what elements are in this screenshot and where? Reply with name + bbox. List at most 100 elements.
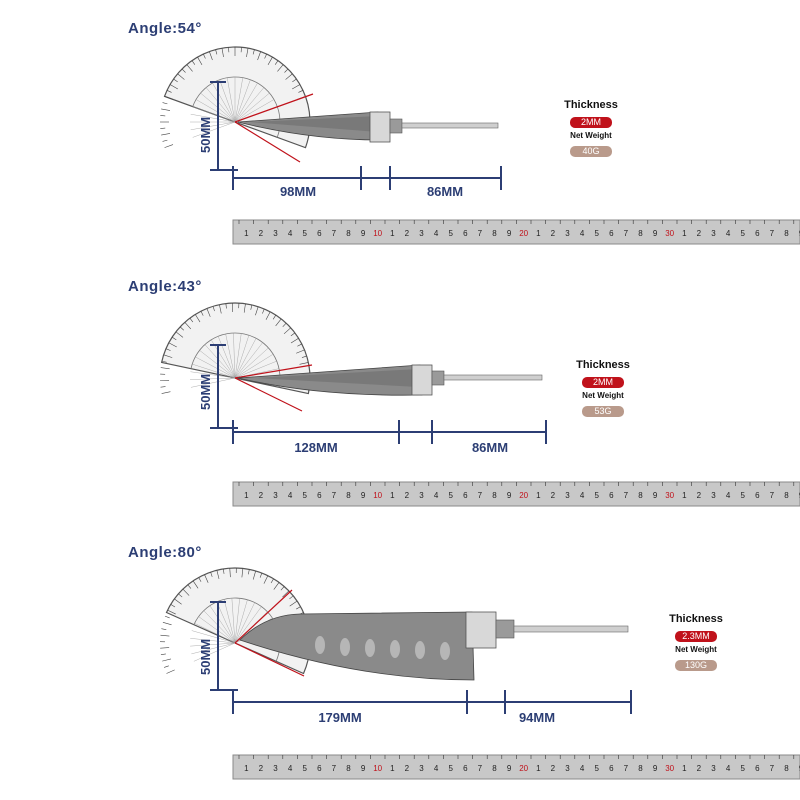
protractor-tick — [289, 595, 294, 600]
protractor — [160, 302, 313, 412]
protractor-tick — [255, 306, 259, 316]
protractor-spoke — [190, 377, 236, 388]
protractor-tick — [163, 665, 169, 668]
protractor-tick — [181, 68, 186, 73]
weight-badge: 40G — [570, 146, 612, 157]
height-label: 50MM — [198, 639, 213, 675]
protractor-spoke — [234, 338, 257, 379]
ruler-minor-label: 9 — [361, 764, 366, 773]
protractor-tick — [160, 367, 170, 370]
protractor-tick — [160, 634, 170, 637]
protractor-tick — [166, 90, 172, 93]
ruler-minor-label: 5 — [448, 764, 453, 773]
protractor-tick — [257, 51, 261, 61]
ruler-minor-label: 4 — [726, 491, 731, 500]
protractor-tick — [274, 60, 279, 65]
ruler-minor-label: 6 — [463, 764, 468, 773]
thickness-badge: 2.3MM — [675, 631, 717, 642]
ruler-minor-label: 7 — [770, 491, 775, 500]
ruler-minor-label: 2 — [405, 491, 410, 500]
ruler-minor-label: 5 — [302, 764, 307, 773]
ruler-minor-label: 4 — [434, 229, 439, 238]
protractor-spoke — [234, 606, 262, 644]
protractor-tick — [209, 51, 213, 61]
ruler-major-label: 10 — [373, 491, 382, 500]
ruler-minor-label: 4 — [288, 764, 293, 773]
protractor-tick — [229, 568, 231, 578]
ruler-major-label: 10 — [373, 764, 382, 773]
protractor-spoke — [233, 333, 236, 379]
protractor-tick — [187, 584, 192, 589]
ruler-minor-label: 7 — [332, 491, 337, 500]
ruler-minor-label: 7 — [624, 229, 629, 238]
protractor-tick — [197, 56, 203, 65]
protractor-spoke — [231, 598, 236, 644]
protractor-tick — [171, 336, 177, 341]
ruler-minor-label: 1 — [390, 229, 395, 238]
protractor-tick — [225, 303, 227, 309]
protractor-tick — [284, 68, 289, 73]
length-dimension — [232, 166, 502, 190]
protractor-tick — [160, 386, 166, 388]
ruler-major-label: 30 — [665, 764, 674, 773]
angle-line-red — [234, 377, 303, 412]
protractor-spoke — [210, 339, 236, 379]
protractor-tick — [173, 78, 178, 83]
ruler-minor-label: 1 — [390, 764, 395, 773]
ruler-minor-label: 9 — [653, 491, 658, 500]
protractor-tick — [290, 332, 296, 337]
protractor-tick — [280, 586, 285, 591]
protractor-tick — [189, 317, 194, 323]
protractor-tick — [161, 108, 171, 111]
protractor-tick — [198, 577, 202, 582]
ruler-minor-label: 3 — [273, 764, 278, 773]
ruler-minor-label: 3 — [419, 491, 424, 500]
ruler-minor-label: 5 — [594, 764, 599, 773]
protractor-tick — [299, 362, 309, 365]
ruler-minor-label: 1 — [390, 491, 395, 500]
blade-length-label: 98MM — [280, 184, 316, 199]
knife — [237, 364, 543, 396]
ruler-minor-label: 4 — [434, 491, 439, 500]
protractor-spoke — [226, 77, 236, 123]
ruler-minor-label: 8 — [492, 764, 497, 773]
protractor-spoke — [217, 336, 236, 379]
ruler-major-label: 10 — [373, 229, 382, 238]
ruler-minor-label: 5 — [740, 764, 745, 773]
ruler-minor-label: 4 — [288, 229, 293, 238]
protractor-tick — [259, 572, 263, 578]
protractor-spoke — [234, 347, 269, 379]
protractor-tick — [182, 588, 190, 596]
ruler-minor-label: 2 — [697, 764, 702, 773]
angle-line-red — [234, 364, 313, 379]
ruler-major-label: 30 — [665, 229, 674, 238]
knife — [239, 611, 629, 681]
ruler-minor-label: 6 — [317, 491, 322, 500]
ruler-minor-label: 2 — [551, 229, 556, 238]
protractor-spoke — [192, 106, 236, 123]
ruler-minor-label: 9 — [799, 229, 800, 238]
ruler-minor-label: 2 — [551, 764, 556, 773]
protractor-tick — [243, 303, 246, 313]
protractor-tick — [163, 354, 173, 358]
weight-title: Net Weight — [570, 131, 612, 140]
protractor-tick — [250, 304, 253, 310]
ruler-minor-label: 7 — [624, 491, 629, 500]
protractor-tick — [200, 311, 204, 316]
protractor-spoke — [195, 356, 236, 379]
ruler-minor-label: 2 — [259, 229, 264, 238]
protractor-tick — [164, 96, 174, 100]
thickness-title: Thickness — [564, 99, 618, 111]
angle-line-red — [234, 93, 314, 123]
ruler-minor-label: 2 — [697, 229, 702, 238]
height-label: 50MM — [198, 374, 213, 410]
ruler-minor-label: 7 — [478, 764, 483, 773]
protractor-tick — [177, 73, 185, 80]
protractor-tick — [285, 73, 293, 80]
ruler-minor-label: 1 — [536, 229, 541, 238]
protractor-spoke — [190, 371, 236, 379]
